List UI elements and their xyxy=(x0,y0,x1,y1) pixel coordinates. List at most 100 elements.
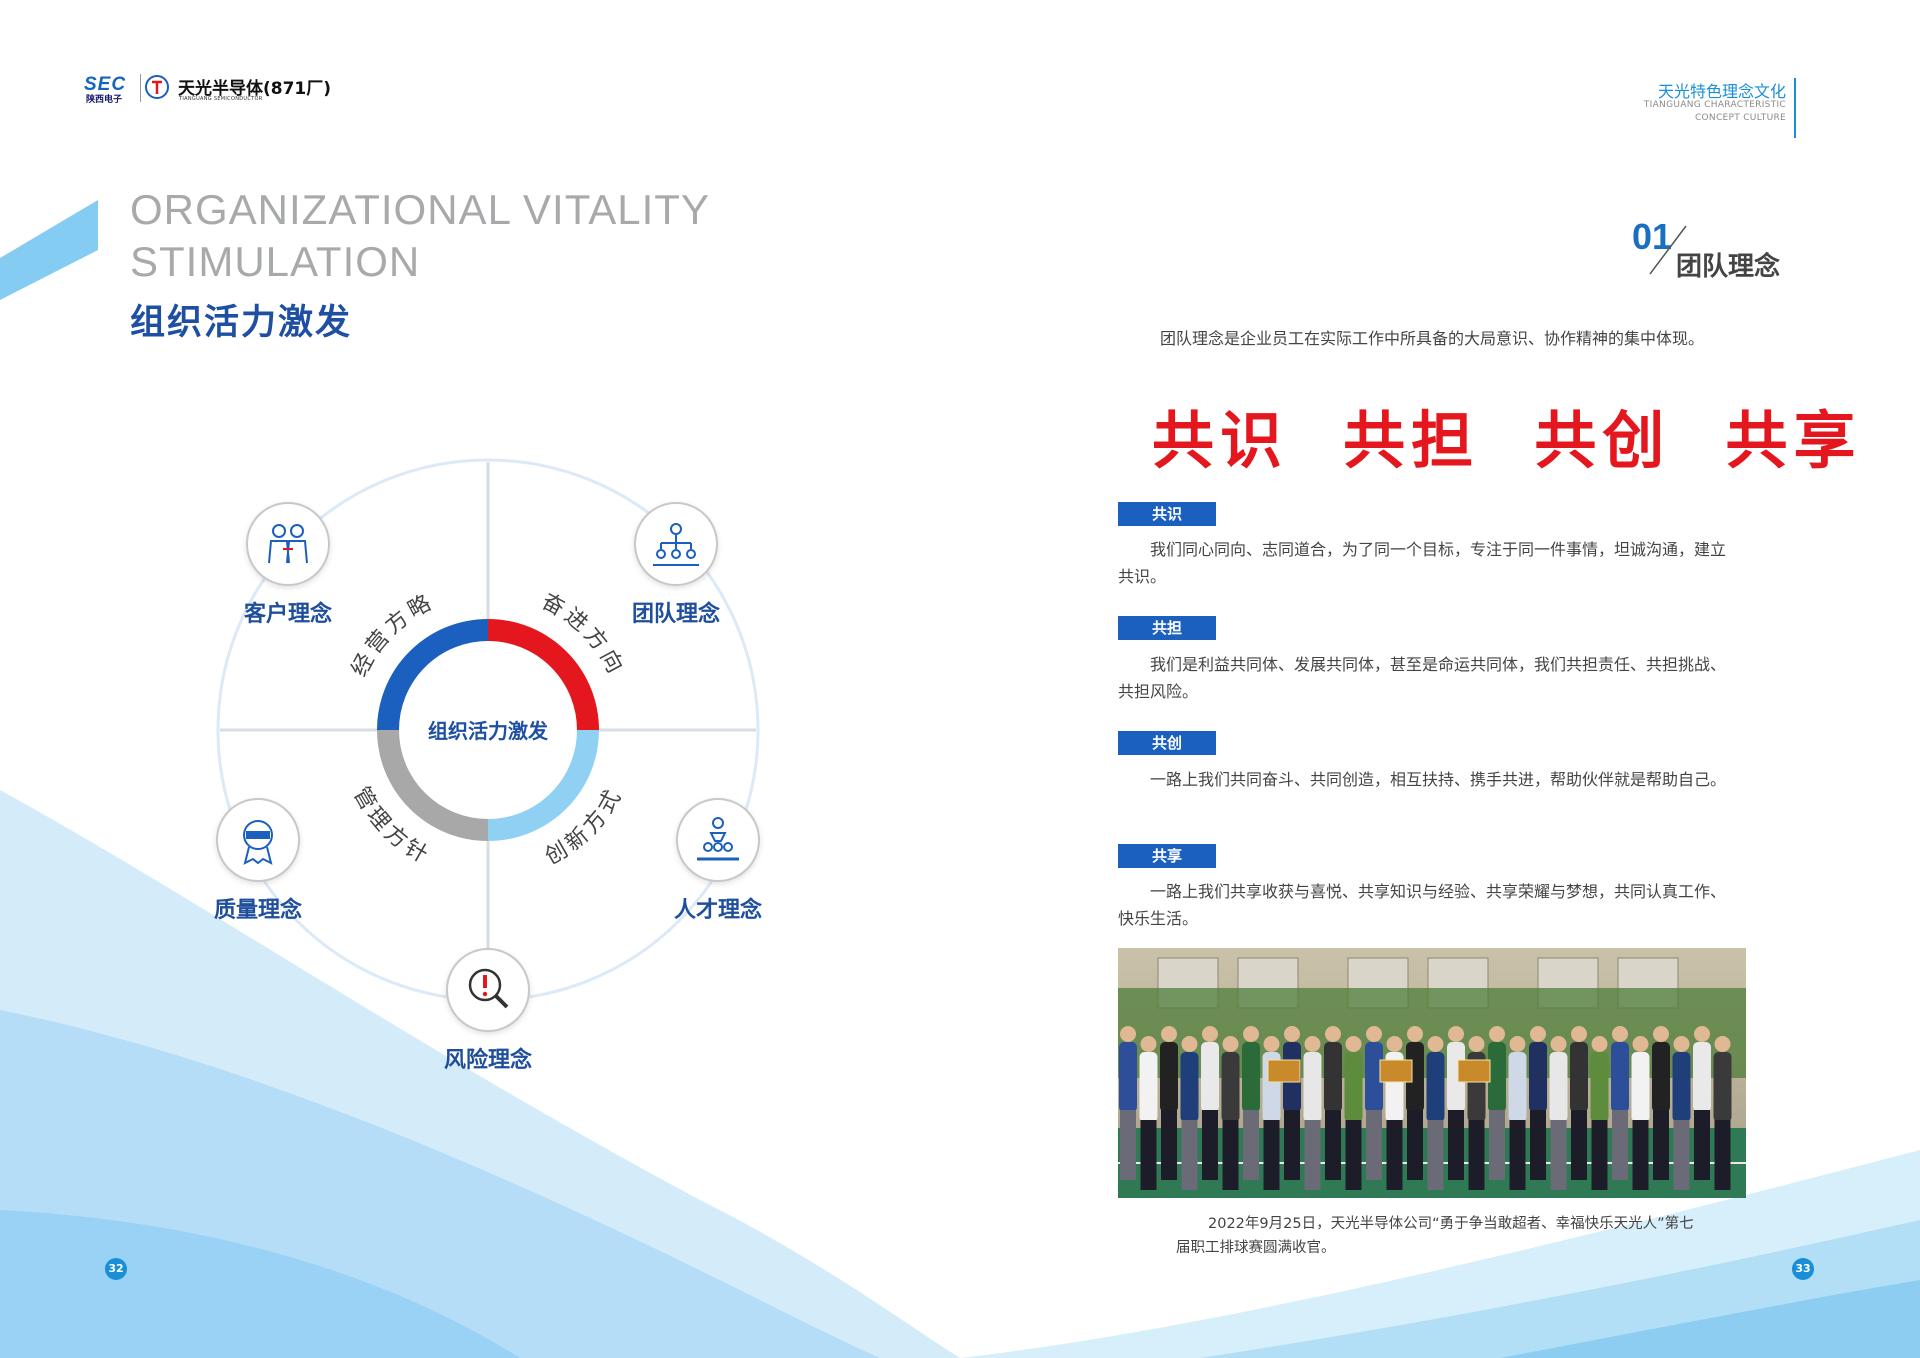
person-head xyxy=(1714,1036,1731,1052)
person-legs xyxy=(1407,1110,1423,1180)
person-head xyxy=(1632,1036,1649,1052)
person-body xyxy=(1160,1042,1178,1112)
page-title-cn: 组织活力激发 xyxy=(130,303,353,343)
ring-segment-1 xyxy=(487,619,599,731)
person-legs xyxy=(1366,1110,1382,1180)
person-body xyxy=(1652,1042,1670,1112)
company-name: 天光半导体(871厂) xyxy=(178,79,332,99)
person-body xyxy=(1139,1052,1158,1122)
person-body xyxy=(1365,1042,1383,1112)
tag-shared-responsibility: 共担 xyxy=(1118,616,1216,640)
person-body xyxy=(1242,1042,1260,1112)
page-number-right: 33 xyxy=(1792,1258,1814,1280)
person-head xyxy=(1120,1026,1136,1042)
person-legs xyxy=(1509,1120,1526,1190)
ring-segment-0 xyxy=(377,619,489,731)
person-legs xyxy=(1263,1120,1280,1190)
person-head xyxy=(1571,1026,1587,1042)
tag-consensus: 共识 xyxy=(1118,502,1216,526)
person-head xyxy=(1161,1026,1177,1042)
sec-logo-subtitle: 陕西电子 xyxy=(86,95,123,105)
person-legs xyxy=(1632,1120,1649,1190)
person-legs xyxy=(1202,1110,1218,1180)
person-head xyxy=(1653,1026,1669,1042)
handshake-people-icon xyxy=(246,502,330,586)
page-title-en: ORGANIZATIONAL VITALITY STIMULATION xyxy=(130,186,710,285)
person-head xyxy=(1222,1036,1239,1052)
person-head xyxy=(1468,1036,1485,1052)
person-head xyxy=(1243,1026,1259,1042)
person-body xyxy=(1570,1042,1588,1112)
logo-divider xyxy=(140,74,141,102)
person-legs xyxy=(1714,1120,1731,1190)
person-head xyxy=(1591,1036,1608,1052)
section-slash-divider xyxy=(1649,225,1687,275)
award-certificate xyxy=(1267,1059,1301,1083)
person-head xyxy=(1448,1026,1464,1042)
person-head xyxy=(1530,1026,1546,1042)
tianguang-logo-icon xyxy=(145,75,169,99)
person-legs xyxy=(1345,1120,1362,1190)
vitality-diagram: 经营方略奋进方向创新方式管理方针 组织活力激发 客户理念 团队理念 质量理念 人… xyxy=(200,450,980,1090)
person-head xyxy=(1509,1036,1526,1052)
ring-segment-2 xyxy=(487,729,599,841)
person-head xyxy=(1140,1036,1157,1052)
person-head xyxy=(1366,1026,1382,1042)
person-body xyxy=(1590,1052,1609,1122)
para-shared-responsibility: 我们是利益共同体、发展共同体，甚至是命运共同体，我们共担责任、共担挑战、共担风险… xyxy=(1118,655,1727,701)
person-body xyxy=(1611,1042,1629,1112)
header-accent-line xyxy=(1794,78,1796,138)
person-legs xyxy=(1120,1110,1136,1180)
person-body xyxy=(1549,1052,1568,1122)
person-legs xyxy=(1243,1110,1259,1180)
para-co-creation: 一路上我们共同奋斗、共同创造，相互扶持、携手共进，帮助伙伴就是帮助自己。 xyxy=(1150,770,1727,789)
person-legs xyxy=(1550,1120,1567,1190)
person-legs xyxy=(1489,1110,1505,1180)
person-legs xyxy=(1386,1120,1403,1190)
person-head xyxy=(1325,1026,1341,1042)
quality-badge-icon xyxy=(216,798,300,882)
tag-co-creation: 共创 xyxy=(1118,731,1216,755)
person-head xyxy=(1694,1026,1710,1042)
person-legs xyxy=(1612,1110,1628,1180)
people-group xyxy=(1119,1026,1732,1190)
section-number: 01 xyxy=(1632,216,1673,257)
person-legs xyxy=(1140,1120,1157,1190)
sec-logo: SEC xyxy=(84,74,127,95)
person-body xyxy=(1631,1052,1650,1122)
node-label-quality: 质量理念 xyxy=(213,898,303,923)
node-label-risk: 风险理念 xyxy=(443,1048,533,1073)
award-certificate xyxy=(1457,1059,1491,1083)
person-body xyxy=(1221,1052,1240,1122)
person-head xyxy=(1345,1036,1362,1052)
person-head xyxy=(1263,1036,1280,1052)
person-legs xyxy=(1427,1120,1444,1190)
person-body xyxy=(1672,1052,1691,1122)
person-head xyxy=(1673,1036,1690,1052)
talent-pyramid-icon xyxy=(676,798,760,882)
magnifier-alert-icon xyxy=(446,948,530,1032)
person-body xyxy=(1713,1052,1732,1122)
person-legs xyxy=(1304,1120,1321,1190)
person-head xyxy=(1427,1036,1444,1052)
para-sharing: 一路上我们共享收获与喜悦、共享知识与经验、共享荣耀与梦想，共同认真工作、快乐生活… xyxy=(1118,882,1727,928)
team-hierarchy-icon xyxy=(634,502,718,586)
person-body xyxy=(1508,1052,1527,1122)
person-legs xyxy=(1222,1120,1239,1190)
person-head xyxy=(1407,1026,1423,1042)
team-group-photo xyxy=(1118,948,1746,1198)
person-head xyxy=(1304,1036,1321,1052)
person-body xyxy=(1426,1052,1445,1122)
person-legs xyxy=(1571,1110,1587,1180)
slogan: 共识 共担 共创 共享 xyxy=(1152,404,1862,477)
para-consensus: 我们同心同向、志同道合，为了同一个目标，专注于同一件事情，坦诚沟通，建立共识。 xyxy=(1118,540,1727,586)
person-legs xyxy=(1448,1110,1464,1180)
ring-segments xyxy=(377,619,599,841)
person-head xyxy=(1202,1026,1218,1042)
person-body xyxy=(1324,1042,1342,1112)
person-body xyxy=(1119,1042,1137,1112)
person-legs xyxy=(1161,1110,1177,1180)
diagram-graphic: 经营方略奋进方向创新方式管理方针 组织活力激发 xyxy=(216,458,760,1008)
person-head xyxy=(1284,1026,1300,1042)
person-legs xyxy=(1468,1120,1485,1190)
